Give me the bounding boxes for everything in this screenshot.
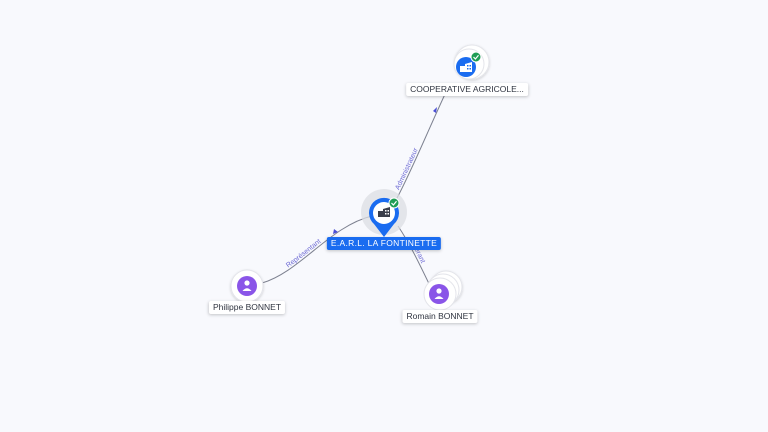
node-label-philippe[interactable]: Philippe BONNET [208, 301, 286, 314]
node-main[interactable] [361, 189, 407, 237]
edge-main-romain[interactable]: Gérant [397, 225, 433, 291]
node-philippe[interactable] [230, 269, 264, 303]
check-badge-icon [470, 51, 482, 63]
check-badge-icon [388, 197, 400, 209]
building-icon [378, 207, 390, 217]
edge-arrow [433, 107, 437, 113]
edge-label-representant: Représentant [285, 238, 322, 269]
node-label-romain[interactable]: Romain BONNET [402, 310, 478, 323]
building-icon [460, 62, 472, 72]
edge-main-coop[interactable]: Administrateur [394, 91, 447, 201]
node-coop[interactable] [453, 44, 490, 80]
person-icon [242, 280, 252, 291]
person-icon [434, 288, 444, 299]
node-label-coop[interactable]: COOPERATIVE AGRICOLE... [406, 83, 528, 96]
node-romain[interactable] [423, 270, 463, 311]
node-label-main[interactable]: E.A.R.L. LA FONTINETTE [326, 237, 442, 250]
edge-arrow [333, 229, 338, 234]
edge-label-administrateur: Administrateur [394, 147, 420, 192]
